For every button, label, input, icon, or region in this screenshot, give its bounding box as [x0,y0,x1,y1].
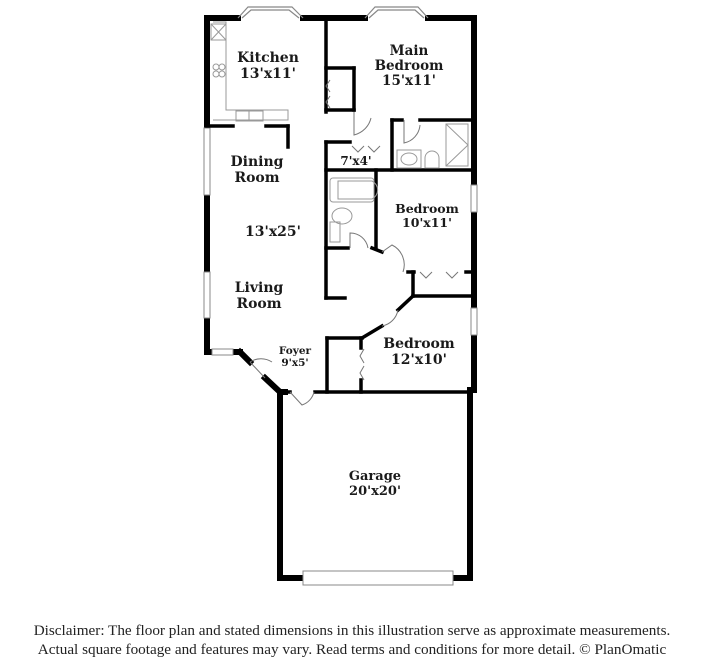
interior-walls [205,16,476,394]
fixtures [210,21,469,243]
room-name: Foyer [278,345,312,357]
bay-windows [237,6,429,19]
room-dimensions: 15'x11' [382,73,436,90]
room-dimensions: 20'x20' [349,483,401,499]
room-name-line2: Room [234,169,280,186]
side-windows [203,127,478,586]
room-label-foyer: Foyer 9'x5' [273,345,317,370]
disclaimer: Disclaimer: The floor plan and stated di… [0,621,704,659]
room-name-line2: Room [236,295,282,312]
room-name-line2: Bedroom [374,58,444,75]
disclaimer-line-1: Disclaimer: The floor plan and stated di… [33,622,671,639]
room-label-garage: Garage 20'x20' [338,469,412,499]
room-label-closet: 7'x4' [333,154,379,168]
room-name: Kitchen [237,50,299,66]
floor-plan [203,6,478,586]
room-name-line1: Main [389,43,429,59]
door-swings [249,79,459,406]
room-dimensions: 13'x11' [240,65,296,82]
room-dimensions: 7'x4' [340,154,372,168]
room-label-main-bedroom: Main Bedroom 15'x11' [364,43,454,90]
room-name: Garage [348,469,402,484]
room-name: Bedroom [395,201,459,216]
room-label-kitchen: Kitchen 13'x11' [228,50,308,82]
room-name-line1: Dining [230,154,284,170]
room-label-living-room: Living Room [222,280,296,312]
disclaimer-line-2: Actual square footage and features may v… [37,641,667,658]
room-name: Bedroom [383,336,455,352]
room-label-bedroom-3: Bedroom 12'x10' [374,336,464,368]
room-label-living-dining-dimensions: 13'x25' [237,224,309,241]
room-dimensions: 10'x11' [402,215,452,230]
room-name-line1: Living [234,280,284,296]
room-label-dining-room: Dining Room [220,154,294,186]
room-dimensions: 13'x25' [245,224,301,240]
room-label-bedroom-2: Bedroom 10'x11' [385,202,469,230]
room-dimensions: 12'x10' [391,351,447,368]
room-dimensions: 9'x5' [281,356,309,369]
